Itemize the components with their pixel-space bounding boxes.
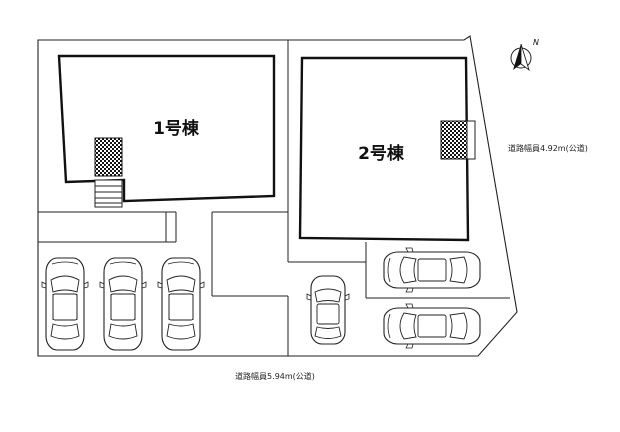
building-2-label: 2号棟 — [358, 143, 405, 164]
parking-car-1 — [41, 257, 89, 351]
east-road-label: 道路幅員4.92m(公道) — [508, 143, 588, 153]
parking-car-2 — [99, 257, 147, 351]
parking-car-4 — [383, 247, 481, 293]
building-2-entrance-hatch — [440, 120, 468, 160]
building-1-steps — [94, 179, 123, 208]
building-2-step — [466, 120, 476, 160]
north-arrow-icon: N — [510, 38, 539, 72]
building-1-entrance-hatch — [94, 137, 123, 177]
parking-car-compact — [306, 275, 350, 345]
parking-car-5 — [383, 303, 481, 349]
parking-car-3 — [157, 257, 205, 351]
north-label: N — [533, 38, 539, 47]
building-2 — [298, 56, 470, 242]
south-road-label: 道路幅員5.94m(公道) — [235, 371, 315, 381]
building-1-label: 1号棟 — [153, 118, 200, 139]
